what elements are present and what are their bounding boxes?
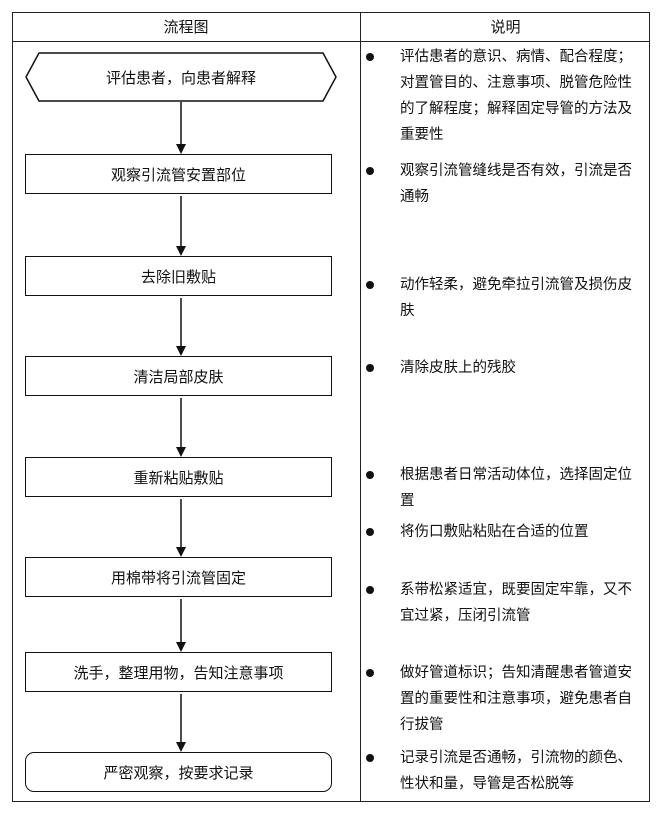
bullet-icon <box>366 167 374 175</box>
bullet-icon <box>366 754 374 762</box>
bullet-icon <box>366 281 374 289</box>
note-remove: 动作轻柔，避免牵拉引流管及损伤皮肤 <box>366 272 642 324</box>
step-fix-tube-with-tape: 用棉带将引流管固定 <box>25 557 332 597</box>
step-assess-patient: 评估患者，向患者解释 <box>105 68 256 87</box>
note-text: 清除皮肤上的残胶 <box>400 360 516 376</box>
step-wash-hands-inform: 洗手，整理用物，告知注意事项 <box>25 652 332 692</box>
note-text: 系带松紧适宜，既要固定牢靠，又不宜过紧，压闭引流管 <box>400 582 632 624</box>
bullet-icon <box>366 669 374 677</box>
note-position: 根据患者日常活动体位，选择固定位置 <box>366 462 642 514</box>
start-step-shape <box>25 52 337 102</box>
note-text: 动作轻柔，避免牵拉引流管及损伤皮肤 <box>400 277 632 319</box>
note-assess: 评估患者的意识、病情、配合程度；对置管目的、注意事项、脱管危险性的了解程度；解释… <box>366 44 642 148</box>
note-text: 记录引流是否通畅，引流物的颜色、性状和量，导管是否松脱等 <box>400 750 632 792</box>
note-label: 做好管道标识；告知清醒患者管道安置的重要性和注意事项，避免患者自行拔管 <box>366 660 642 738</box>
column-divider <box>360 12 361 802</box>
bullet-icon <box>366 53 374 61</box>
table-header-row <box>12 12 650 42</box>
step-observe-record: 严密观察，按要求记录 <box>25 752 332 792</box>
note-record: 记录引流是否通畅，引流物的颜色、性状和量，导管是否松脱等 <box>366 745 642 797</box>
note-text: 评估患者的意识、病情、配合程度；对置管目的、注意事项、脱管危险性的了解程度；解释… <box>400 49 632 143</box>
bullet-icon <box>366 471 374 479</box>
header-notes: 说明 <box>490 18 521 36</box>
step-clean-skin: 清洁局部皮肤 <box>25 356 332 396</box>
note-tie: 系带松紧适宜，既要固定牢靠，又不宜过紧，压闭引流管 <box>366 577 642 629</box>
note-dressing: 将伤口敷贴粘贴在合适的位置 <box>366 519 642 545</box>
header-flowchart: 流程图 <box>163 18 209 36</box>
step-remove-old-dressing: 去除旧敷贴 <box>25 256 332 296</box>
bullet-icon <box>366 528 374 536</box>
table-frame <box>12 12 650 802</box>
note-text: 观察引流管缝线是否有效，引流是否通畅 <box>400 163 632 205</box>
note-text: 将伤口敷贴粘贴在合适的位置 <box>400 524 589 540</box>
step-observe-tube-site: 观察引流管安置部位 <box>25 154 332 194</box>
bullet-icon <box>366 364 374 372</box>
step-reapply-dressing: 重新粘贴敷贴 <box>25 457 332 497</box>
note-clean: 清除皮肤上的残胶 <box>366 355 642 381</box>
note-observe: 观察引流管缝线是否有效，引流是否通畅 <box>366 158 642 210</box>
note-text: 做好管道标识；告知清醒患者管道安置的重要性和注意事项，避免患者自行拔管 <box>400 665 632 733</box>
note-text: 根据患者日常活动体位，选择固定位置 <box>400 467 632 509</box>
bullet-icon <box>366 586 374 594</box>
